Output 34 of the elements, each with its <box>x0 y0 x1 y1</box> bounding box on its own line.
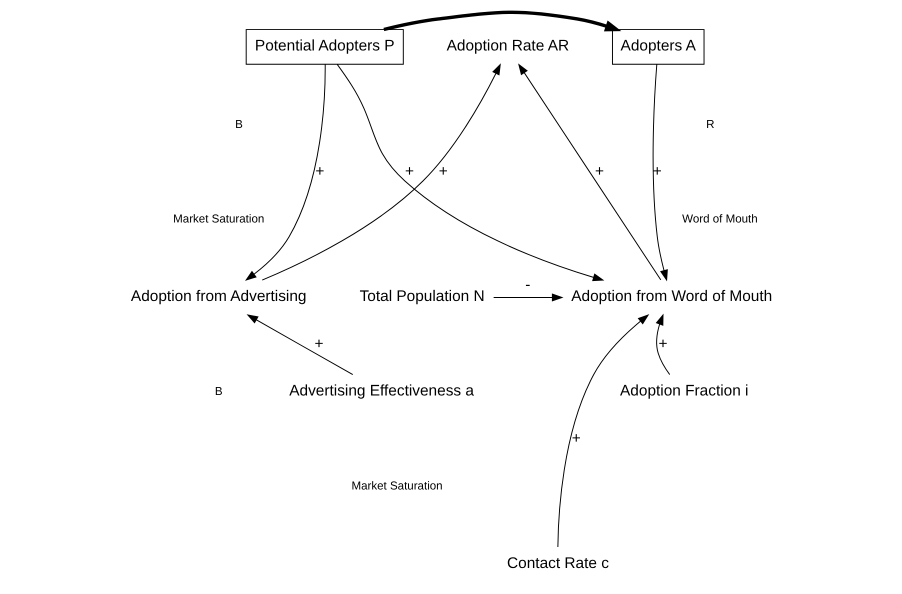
edge-label: + <box>314 335 323 352</box>
arrow <box>246 314 353 376</box>
arrow <box>655 314 670 376</box>
node-text: Adoption from Word of Mouth <box>570 288 772 306</box>
label: Word of Mouth <box>682 213 758 226</box>
label: R <box>706 118 714 131</box>
node-text: Advertising Effectiveness a <box>288 382 474 400</box>
label: B <box>214 386 222 398</box>
arrow <box>382 10 621 32</box>
edge-label: + <box>314 162 324 180</box>
node-text: Adoption Rate AR <box>446 38 569 55</box>
arrow <box>652 64 668 282</box>
node-box: Adopters A <box>611 29 704 65</box>
edge-label: + <box>404 162 414 180</box>
node-text: Adoption Fraction i <box>620 382 748 400</box>
edge-label: - <box>524 276 530 294</box>
arrow <box>244 64 326 281</box>
edge-label: + <box>652 162 662 180</box>
arrow <box>261 63 500 281</box>
arrow <box>336 64 604 282</box>
node-text: Total Population N <box>359 288 484 306</box>
arrow <box>556 314 649 548</box>
arrow <box>518 63 661 280</box>
edge-label: + <box>571 430 580 447</box>
edge-label: + <box>658 335 668 352</box>
label: Market Saturation <box>172 213 264 226</box>
edge-label: + <box>438 162 448 180</box>
node-box: Potential Adopters P <box>245 29 404 65</box>
node-text: Contact Rate c <box>506 555 608 572</box>
arrow <box>492 293 563 302</box>
label: Market Saturation <box>350 480 442 492</box>
label: B <box>234 118 242 131</box>
node-text: Adoption from Advertising <box>130 288 306 306</box>
edge-label: + <box>594 162 604 180</box>
